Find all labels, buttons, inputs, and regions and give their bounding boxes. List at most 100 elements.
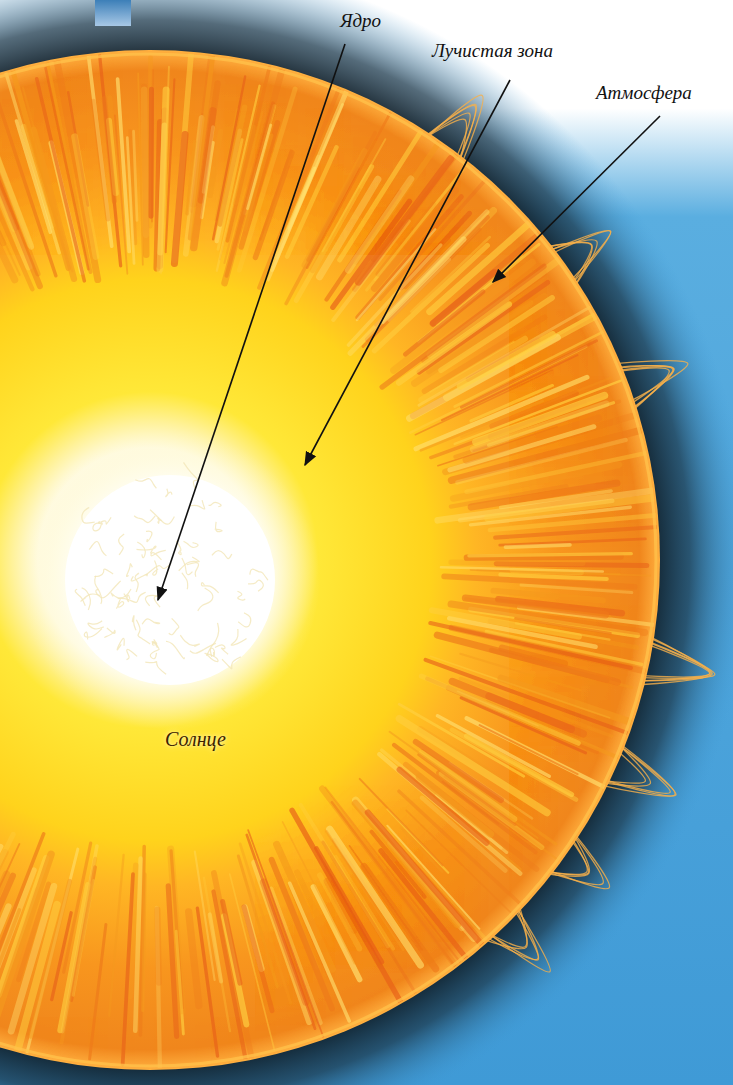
core-texture: [248, 580, 263, 591]
surface-streak: [399, 791, 520, 904]
surface-streak: [426, 660, 632, 735]
surface-streak: [220, 107, 244, 224]
surface-streak: [466, 418, 598, 460]
surface-streak: [290, 883, 350, 1021]
surface-streak: [0, 844, 19, 966]
surface-streak: [501, 491, 611, 508]
core-texture: [184, 541, 199, 547]
core-texture: [82, 507, 95, 523]
leader-line: [158, 44, 345, 600]
core-texture: [222, 657, 241, 669]
core-texture: [158, 518, 162, 523]
surface-streak: [460, 335, 552, 387]
surface-streak: [327, 831, 404, 949]
part-label: Атмосфера: [596, 82, 692, 104]
core-texture: [134, 516, 155, 523]
surface-streak: [452, 681, 571, 729]
surface-streak: [516, 623, 610, 639]
surface-streak: [438, 716, 550, 777]
surface-streak: [521, 585, 632, 592]
surface-streak: [161, 67, 169, 274]
core-texture: [201, 583, 218, 593]
surface-streak: [500, 575, 606, 579]
surface-streak: [223, 901, 240, 983]
part-label: Солнце: [165, 728, 226, 751]
core-texture: [131, 574, 147, 581]
surface-streak: [149, 89, 154, 216]
core-texture: [98, 517, 111, 524]
surface-streak: [190, 53, 213, 239]
core-texture: [169, 618, 179, 634]
surface-streak: [90, 924, 106, 1058]
surface-streak: [348, 179, 411, 270]
surface-streak: [247, 835, 315, 1029]
core-texture: [127, 564, 133, 577]
leader-line: [493, 116, 660, 282]
surface-streak: [100, 55, 121, 266]
core-texture: [137, 542, 145, 558]
surface-streak: [189, 912, 199, 1006]
surface-streak: [123, 874, 133, 1064]
surface-streak: [31, 881, 70, 1036]
surface-streak: [467, 736, 572, 794]
surface-streak: [138, 73, 143, 264]
core-texture: [116, 599, 123, 609]
surface-streak: [305, 151, 365, 265]
surface-streak: [75, 137, 96, 257]
core-texture: [119, 534, 125, 555]
surface-streak: [244, 907, 272, 1011]
part-label: Лучистая зона: [432, 40, 553, 62]
surface-streak: [405, 292, 483, 355]
surface-streak: [104, 99, 114, 202]
core-texture: [117, 638, 124, 649]
core-texture: [182, 558, 193, 575]
surface-streak: [109, 855, 123, 1016]
surface-streak: [241, 123, 277, 247]
core-texture: [209, 502, 222, 506]
surface-streak: [470, 507, 630, 525]
core-texture: [210, 648, 214, 657]
core-texture: [166, 641, 184, 658]
core-texture: [135, 573, 139, 592]
surface-streak: [368, 812, 485, 947]
surface-streak: [11, 886, 54, 1031]
core-texture: [126, 649, 137, 659]
core-texture: [180, 635, 199, 646]
surface-streak: [157, 908, 160, 1073]
surface-streak: [358, 159, 450, 282]
core-texture: [104, 628, 115, 638]
surface-streak: [47, 59, 91, 272]
core-texture: [231, 629, 246, 645]
surface-streak: [401, 828, 442, 872]
core-texture: [145, 662, 166, 675]
surface-streak: [259, 86, 340, 287]
core-texture: [250, 569, 268, 580]
surface-streak: [151, 70, 154, 221]
core-texture: [82, 588, 90, 610]
surface-streak: [0, 99, 56, 276]
core-texture: [153, 560, 158, 575]
surface-streak: [174, 134, 185, 263]
surface-streak: [410, 338, 558, 419]
surface-streak: [37, 79, 85, 281]
surface-streak: [390, 732, 538, 838]
core-texture: [198, 588, 213, 611]
surface-streak: [375, 169, 464, 279]
surface-streak: [506, 545, 570, 547]
surface-streak: [500, 539, 646, 545]
surface-streak: [272, 860, 332, 1009]
surface-streak: [168, 886, 176, 1036]
surface-streak: [465, 598, 605, 615]
core-texture: [89, 541, 106, 555]
surface-streak: [0, 874, 7, 998]
surface-streak: [143, 874, 145, 1010]
core-texture: [212, 551, 232, 559]
surface-streak: [486, 631, 641, 664]
core-texture: [111, 589, 131, 598]
core-texture: [166, 489, 172, 497]
core-texture: [215, 522, 222, 532]
surface-streak: [450, 427, 594, 470]
core-texture: [142, 619, 159, 624]
surface-streak: [144, 87, 146, 255]
